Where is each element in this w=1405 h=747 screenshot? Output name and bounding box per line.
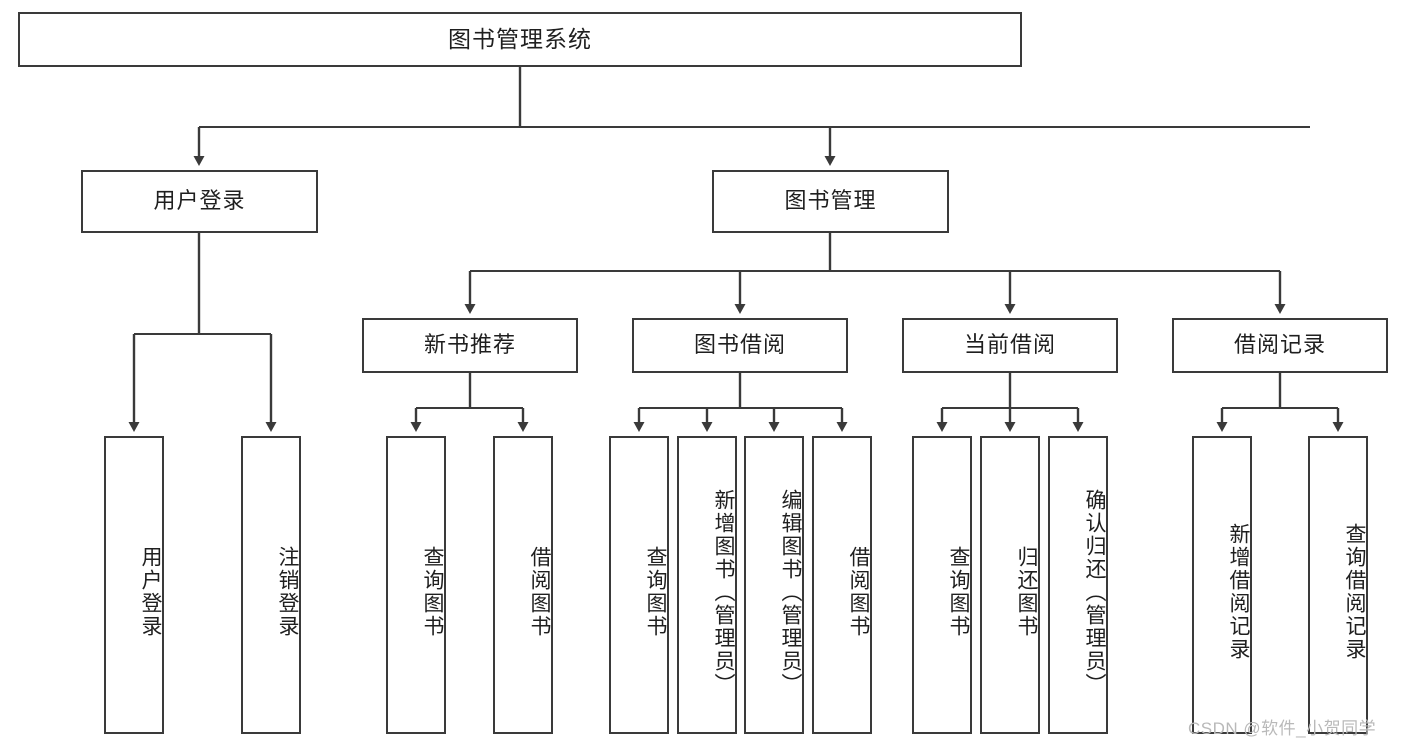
leaf-book-borrow-action[interactable]: 借阅图书 (812, 436, 872, 734)
leaf-book-edit-admin-label: 编辑图书（管理员） (779, 488, 802, 696)
node-root[interactable]: 图书管理系统 (18, 12, 1022, 67)
node-book-management[interactable]: 图书管理 (712, 170, 949, 233)
leaf-current-borrow-query[interactable]: 查询图书 (912, 436, 972, 734)
node-book-management-label: 图书管理 (784, 188, 877, 214)
leaf-book-borrow-query[interactable]: 查询图书 (609, 436, 669, 734)
leaf-new-book-query-label: 查询图书 (421, 546, 444, 638)
leaf-book-borrow-action-label: 借阅图书 (847, 546, 870, 638)
node-user-login-label: 用户登录 (153, 188, 246, 214)
leaf-book-borrow-query-label: 查询图书 (644, 546, 667, 638)
leaf-user-logout[interactable]: 注销登录 (241, 436, 301, 734)
leaf-query-borrow-record[interactable]: 查询借阅记录 (1308, 436, 1368, 734)
node-new-book-recommend[interactable]: 新书推荐 (362, 318, 578, 373)
leaf-user-login-1-label: 用户登录 (139, 546, 162, 638)
leaf-new-book-borrow[interactable]: 借阅图书 (493, 436, 553, 734)
leaf-confirm-return-admin[interactable]: 确认归还（管理员） (1048, 436, 1108, 734)
leaf-add-borrow-record[interactable]: 新增借阅记录 (1192, 436, 1252, 734)
leaf-book-add-admin[interactable]: 新增图书（管理员） (677, 436, 737, 734)
node-book-borrow-label: 图书借阅 (693, 332, 786, 358)
leaf-current-borrow-query-label: 查询图书 (947, 546, 970, 638)
leaf-user-login-1[interactable]: 用户登录 (104, 436, 164, 734)
leaf-new-book-borrow-label: 借阅图书 (528, 546, 551, 638)
watermark-text: CSDN @软件_小贺同学 (1188, 719, 1377, 738)
node-borrow-record[interactable]: 借阅记录 (1172, 318, 1388, 373)
node-borrow-record-label: 借阅记录 (1233, 332, 1326, 358)
node-root-label: 图书管理系统 (448, 25, 592, 52)
leaf-add-borrow-record-label: 新增借阅记录 (1227, 523, 1250, 661)
node-user-login[interactable]: 用户登录 (81, 170, 318, 233)
leaf-query-borrow-record-label: 查询借阅记录 (1343, 523, 1366, 661)
node-book-borrow[interactable]: 图书借阅 (632, 318, 848, 373)
leaf-book-add-admin-label: 新增图书（管理员） (712, 488, 735, 696)
leaf-user-logout-label: 注销登录 (276, 546, 299, 638)
node-new-book-recommend-label: 新书推荐 (423, 332, 516, 358)
leaf-new-book-query[interactable]: 查询图书 (386, 436, 446, 734)
node-current-borrow[interactable]: 当前借阅 (902, 318, 1118, 373)
node-current-borrow-label: 当前借阅 (963, 332, 1056, 358)
leaf-confirm-return-admin-label: 确认归还（管理员） (1083, 488, 1106, 696)
leaf-book-edit-admin[interactable]: 编辑图书（管理员） (744, 436, 804, 734)
leaf-return-book[interactable]: 归还图书 (980, 436, 1040, 734)
leaf-return-book-label: 归还图书 (1015, 546, 1038, 638)
